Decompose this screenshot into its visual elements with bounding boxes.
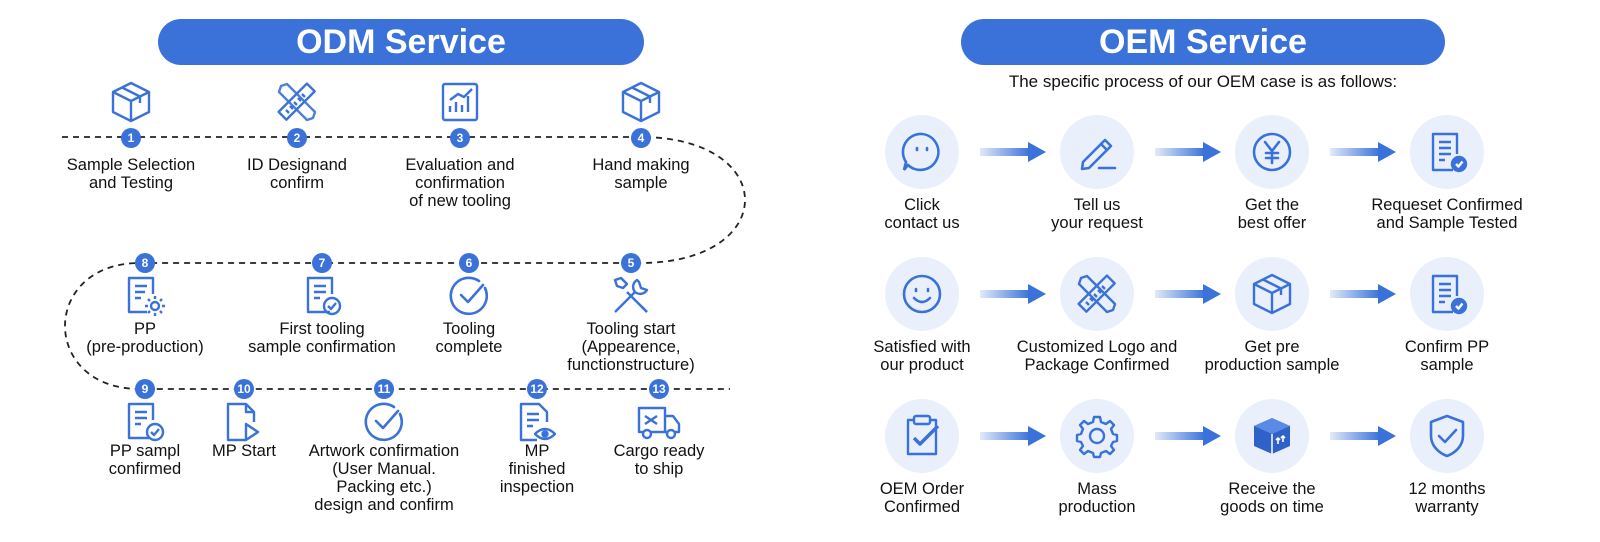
step-label: MP Start: [212, 442, 276, 460]
shield-check-icon: [1429, 414, 1465, 458]
step-label: Receive the goods on time: [1220, 480, 1324, 516]
arrow-icon: [1155, 284, 1221, 304]
step-label: Sample Selection and Testing: [66, 156, 196, 192]
oem-icon-circle: [1060, 399, 1134, 473]
document-play-icon: [220, 398, 268, 446]
step-number-badge: 5: [621, 253, 641, 273]
arrow-icon: [980, 426, 1046, 446]
box-icon: [107, 78, 155, 126]
ruler-pencil-icon: [273, 78, 321, 126]
step-label: Requeset Confirmed and Sample Tested: [1371, 196, 1523, 232]
step-label: Evaluation and confirmation of new tooli…: [405, 156, 515, 210]
package-icon: [1254, 418, 1290, 454]
step-number-badge: 11: [374, 379, 394, 399]
oem-title-banner: OEM Service: [961, 19, 1445, 65]
step-label: MP finished inspection: [499, 442, 575, 496]
step-label: ID Designand confirm: [247, 156, 347, 192]
ruler-pencil-icon: [1077, 274, 1117, 314]
chat-face-icon: [901, 132, 940, 172]
step-label: Mass production: [1058, 480, 1136, 516]
oem-icon-circle: [1410, 257, 1484, 331]
tools-icon: [607, 272, 655, 320]
pencil-icon: [1080, 138, 1117, 171]
step-number-badge: 1: [121, 128, 141, 148]
step-label: PP sampl confirmed: [108, 442, 182, 478]
arrow-icon: [980, 142, 1046, 162]
odm-title-banner: ODM Service: [158, 19, 644, 65]
document-check-icon: [298, 272, 346, 320]
step-label: Cargo ready to ship: [613, 442, 705, 478]
oem-icon-circle: [1060, 257, 1134, 331]
gear-icon: [1075, 415, 1119, 459]
step-label: Get the best offer: [1237, 196, 1307, 232]
step-label: Get pre production sample: [1204, 338, 1340, 374]
oem-icon-circle: [1410, 115, 1484, 189]
oem-title: OEM Service: [1099, 23, 1307, 61]
step-label: PP (pre-production): [86, 320, 204, 356]
step-number-badge: 13: [649, 379, 669, 399]
clipboard-check-icon: [906, 414, 940, 456]
oem-icon-circle: [1060, 115, 1134, 189]
arrow-icon: [1330, 426, 1396, 446]
checklist-icon: [1431, 274, 1468, 315]
box-icon: [1252, 273, 1292, 315]
oem-icon-circle: [1235, 257, 1309, 331]
oem-icon-circle: [885, 115, 959, 189]
yen-icon: [1252, 132, 1292, 172]
oem-icon-circle: [885, 399, 959, 473]
arrow-icon: [1155, 426, 1221, 446]
step-label: Customized Logo and Package Confirmed: [1016, 338, 1178, 374]
oem-icon-circle: [1235, 399, 1309, 473]
step-label: Tooling complete: [435, 320, 503, 356]
step-number-badge: 12: [527, 379, 547, 399]
step-number-badge: 9: [135, 379, 155, 399]
step-number-badge: 7: [312, 253, 332, 273]
document-gear-icon: [121, 272, 169, 320]
step-number-badge: 3: [450, 128, 470, 148]
step-label: OEM Order Confirmed: [879, 480, 965, 516]
step-label: 12 months warranty: [1408, 480, 1486, 516]
step-number-badge: 2: [287, 128, 307, 148]
step-label: Tooling start (Appearence, functionstruc…: [567, 320, 695, 374]
document-check-icon: [121, 398, 169, 446]
arrow-icon: [1330, 284, 1396, 304]
odm-title: ODM Service: [296, 23, 506, 61]
oem-icon-circle: [1410, 399, 1484, 473]
step-label: Artwork confirmation (User Manual. Packi…: [308, 442, 460, 514]
step-number-badge: 4: [631, 128, 651, 148]
smile-icon: [902, 274, 942, 314]
step-number-badge: 6: [459, 253, 479, 273]
step-number-badge: 10: [234, 379, 254, 399]
oem-subtitle: The specific process of our OEM case is …: [1008, 72, 1398, 91]
step-label: Satisfied with our product: [873, 338, 971, 374]
box-icon: [617, 78, 665, 126]
chart-document-icon: [436, 78, 484, 126]
step-number-badge: 8: [135, 253, 155, 273]
step-label: Click contact us: [884, 196, 960, 232]
oem-icon-circle: [885, 257, 959, 331]
check-circle-icon: [445, 272, 493, 320]
arrow-icon: [1330, 142, 1396, 162]
truck-icon: [635, 398, 683, 446]
step-label: Hand making sample: [592, 156, 690, 192]
arrow-icon: [980, 284, 1046, 304]
document-eye-icon: [513, 398, 561, 446]
arrow-icon: [1155, 142, 1221, 162]
step-label: Tell us your request: [1051, 196, 1143, 232]
step-label: Confirm PP sample: [1404, 338, 1490, 374]
step-label: First tooling sample confirmation: [248, 320, 396, 356]
check-circle-icon: [360, 398, 408, 446]
checklist-icon: [1431, 132, 1468, 173]
oem-icon-circle: [1235, 115, 1309, 189]
